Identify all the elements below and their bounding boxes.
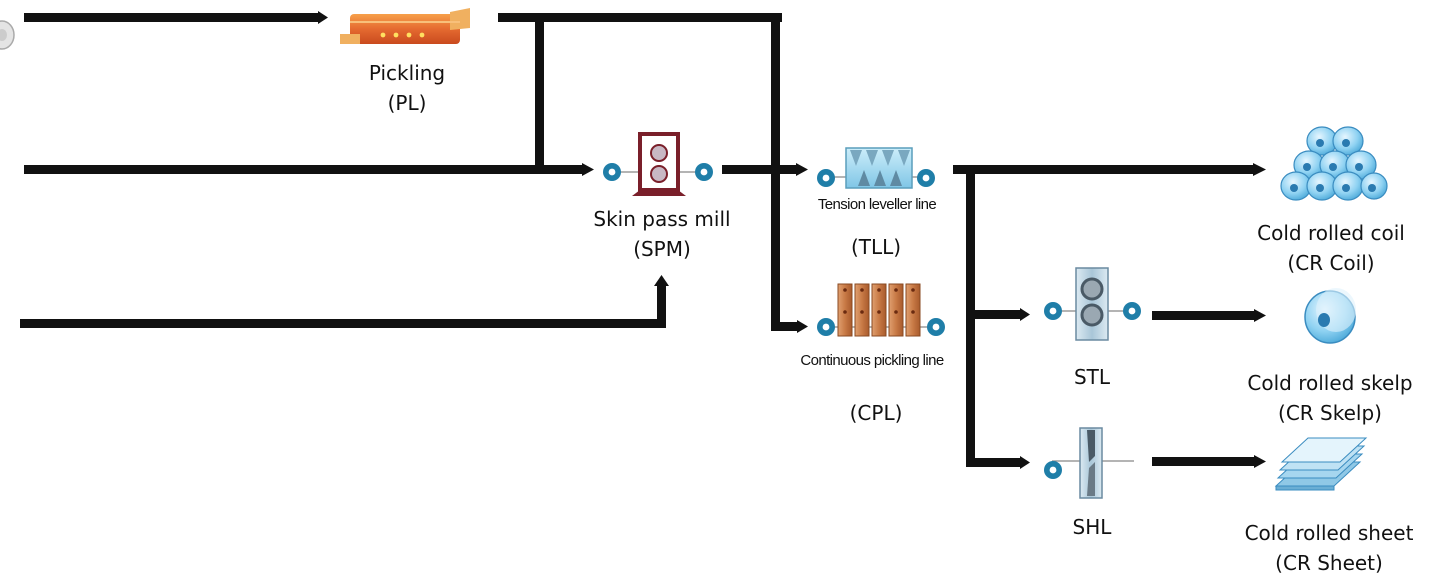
- continuous-pickling-icon: [817, 284, 945, 336]
- cr-coil-stack-icon: [1281, 127, 1387, 200]
- cr-sheet-stack-icon: [1276, 438, 1366, 490]
- stl-icon: [1044, 268, 1141, 340]
- cr-coil-code: (CR Coil): [1236, 248, 1426, 278]
- cr-sheet-name: Cold rolled sheet: [1226, 518, 1432, 548]
- shl-label: SHL: [1052, 512, 1132, 542]
- input-coil-icon: [0, 21, 14, 49]
- skin-pass-mill-icon: [603, 134, 713, 196]
- pickling-icon: [340, 8, 470, 44]
- continuous-pickling-code: (CPL): [816, 398, 936, 428]
- tension-leveller-icon: [817, 148, 935, 188]
- cr-skelp-name: Cold rolled skelp: [1230, 368, 1430, 398]
- tension-leveller-code: (TLL): [816, 232, 936, 262]
- pickling-name: Pickling: [342, 58, 472, 88]
- skin-pass-mill-name: Skin pass mill: [572, 204, 752, 234]
- cr-skelp-code: (CR Skelp): [1230, 398, 1430, 428]
- continuous-pickling-name: Continuous pickling line: [776, 350, 968, 372]
- skin-pass-mill-code: (SPM): [572, 234, 752, 264]
- stl-label: STL: [1052, 362, 1132, 392]
- tension-leveller-name: Tension leveller line: [796, 194, 958, 216]
- pickling-label: Pickling (PL): [342, 58, 472, 118]
- cr-coil-label: Cold rolled coil (CR Coil): [1236, 218, 1426, 278]
- cr-skelp-label: Cold rolled skelp (CR Skelp): [1230, 368, 1430, 428]
- pickling-code: (PL): [342, 88, 472, 118]
- cr-coil-name: Cold rolled coil: [1236, 218, 1426, 248]
- cr-sheet-label: Cold rolled sheet (CR Sheet): [1226, 518, 1432, 578]
- skin-pass-mill-label: Skin pass mill (SPM): [572, 204, 752, 264]
- cr-skelp-icon: [1305, 288, 1356, 343]
- shl-icon: [1044, 428, 1134, 498]
- cr-sheet-code: (CR Sheet): [1226, 548, 1432, 578]
